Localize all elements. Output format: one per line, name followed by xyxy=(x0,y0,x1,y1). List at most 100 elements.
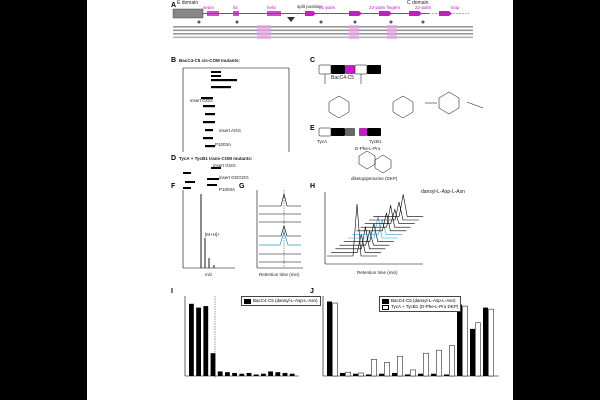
panel-label-f: F xyxy=(171,183,176,190)
panel-d-graphic xyxy=(183,167,221,189)
i-legend-label: BacC4-C5 (dansyl-L-Asp-L-Asn) xyxy=(253,298,318,303)
panel-label-g: G xyxy=(239,183,245,190)
split-marker xyxy=(287,17,295,22)
j-bar-open xyxy=(371,359,377,377)
panel-e-graphic xyxy=(318,127,392,174)
sequence-alignment xyxy=(173,25,473,39)
j-bar-open xyxy=(358,372,364,377)
j-bar-open xyxy=(384,362,390,377)
h-trace xyxy=(373,194,424,217)
d-construct-insert-ggggg: insert GGGGG xyxy=(219,175,249,180)
panel-label-j: J xyxy=(310,288,314,295)
j-legend-open: TycA + TycB1 (D-Phe-L-Pro DKP) xyxy=(391,304,459,309)
panel-b-graphic xyxy=(182,67,290,152)
region-label-helix: helix xyxy=(267,5,277,10)
panel-label-d: D xyxy=(171,155,177,162)
j-bar-open xyxy=(332,302,338,377)
j-legend-filled: BacC4-C5 (dansyl-L-Asp-L-Asn) xyxy=(391,298,456,303)
h-trace xyxy=(335,226,386,250)
construct-insert-agg: insert AGG xyxy=(219,128,242,133)
panel-a-graphic xyxy=(172,8,473,39)
i-bar xyxy=(210,353,216,376)
panel-label-h: H xyxy=(310,183,316,190)
h-trace xyxy=(356,212,407,232)
g-blue-trace xyxy=(259,230,301,246)
i-bar xyxy=(232,372,237,376)
j-bar-open xyxy=(345,371,351,377)
label-tyca: TycA xyxy=(317,139,328,144)
panel-label-e: E xyxy=(310,125,315,132)
j-bar-filled xyxy=(379,373,384,376)
j-legend: BacC4-C5 (dansyl-L-Asp-L-Asn) TycA + Tyc… xyxy=(379,296,462,312)
panel-label-c: C xyxy=(310,57,316,64)
panel-label-b: B xyxy=(171,57,177,64)
region-label-22-palm: 22-palm xyxy=(415,5,432,10)
e-domain-label: E domain xyxy=(177,0,199,6)
j-bar-filled xyxy=(353,373,358,376)
i-bar xyxy=(246,372,252,376)
residue-markers xyxy=(197,20,425,24)
d-construct-p1003a: P1003A xyxy=(219,187,236,192)
j-bar-filled xyxy=(444,374,449,376)
panel-f-graphic xyxy=(182,190,235,269)
label-dkp: diketopiperazine (DKP) xyxy=(351,176,398,181)
region-label-lid: lid xyxy=(233,5,238,10)
i-bar xyxy=(239,373,245,376)
j-bar-filled xyxy=(457,304,462,376)
h-trace xyxy=(327,203,377,257)
h-trace xyxy=(364,208,415,224)
i-bar xyxy=(282,372,288,376)
panel-i-chart xyxy=(184,296,299,378)
construct-p1003a: P1003A xyxy=(215,142,232,147)
complex-label-bacc4-c5: BacC4-C5 xyxy=(331,75,355,81)
f-spectrum-peaks xyxy=(200,194,215,268)
h-trace xyxy=(339,230,390,246)
panel-label-a: A xyxy=(171,2,177,9)
i-bar xyxy=(217,371,223,376)
figure-page: A B C D E F G H I J xyxy=(87,0,513,400)
split-position-label: split position xyxy=(297,4,322,9)
i-legend: BacC4-C5 (dansyl-L-Asp-L-Asn) xyxy=(241,296,321,306)
label-tycb1: TycB1 xyxy=(369,139,382,144)
h-product-label: dansyl-L-Asp-L-Asn xyxy=(421,189,465,195)
panel-j-chart xyxy=(322,296,499,377)
panel-c-graphic xyxy=(318,64,484,119)
j-bar-open xyxy=(410,369,416,377)
j-bar-filled xyxy=(431,373,436,376)
i-bar xyxy=(289,373,295,376)
j-bar-filled xyxy=(392,372,397,376)
i-bar xyxy=(268,371,273,376)
h-trace xyxy=(352,219,403,235)
construct-insert-ggg: insert GGG xyxy=(190,98,213,103)
j-bar-filled xyxy=(418,373,423,376)
i-bar xyxy=(196,307,201,376)
panel-g-graphic xyxy=(256,190,303,269)
j-bar-open xyxy=(475,322,481,377)
h-trace xyxy=(348,215,398,239)
i-bar xyxy=(253,374,259,376)
j-bar-filled xyxy=(340,372,345,376)
j-bar-filled xyxy=(405,374,410,376)
j-bar-filled xyxy=(366,374,371,376)
d-construct-insert-ggg: insert GGG xyxy=(213,163,236,168)
c-domain-label: C domain xyxy=(407,0,429,6)
i-bar xyxy=(203,306,209,376)
j-bar-open xyxy=(436,349,442,377)
i-bar xyxy=(225,372,230,376)
i-bar xyxy=(275,372,281,376)
f-xlabel: m/z xyxy=(205,272,213,277)
g-traces xyxy=(259,193,301,263)
j-bar-open xyxy=(462,305,468,377)
j-bar-filled xyxy=(470,328,475,376)
label-d-phe-l-pro: D-Phe-L-Pro xyxy=(355,146,381,151)
i-bar xyxy=(261,373,266,376)
h-trace xyxy=(369,201,419,221)
region-label-loop: loop xyxy=(451,5,460,10)
f-inset-label: [M+H]+ xyxy=(205,232,220,237)
j-bar-open xyxy=(397,355,403,377)
j-bar-filled xyxy=(483,307,488,376)
region-label-23-palm: 23-palm fingers xyxy=(369,5,401,10)
panel-label-i: I xyxy=(171,288,173,295)
i-bar xyxy=(189,303,194,376)
j-bar-open xyxy=(423,352,429,377)
